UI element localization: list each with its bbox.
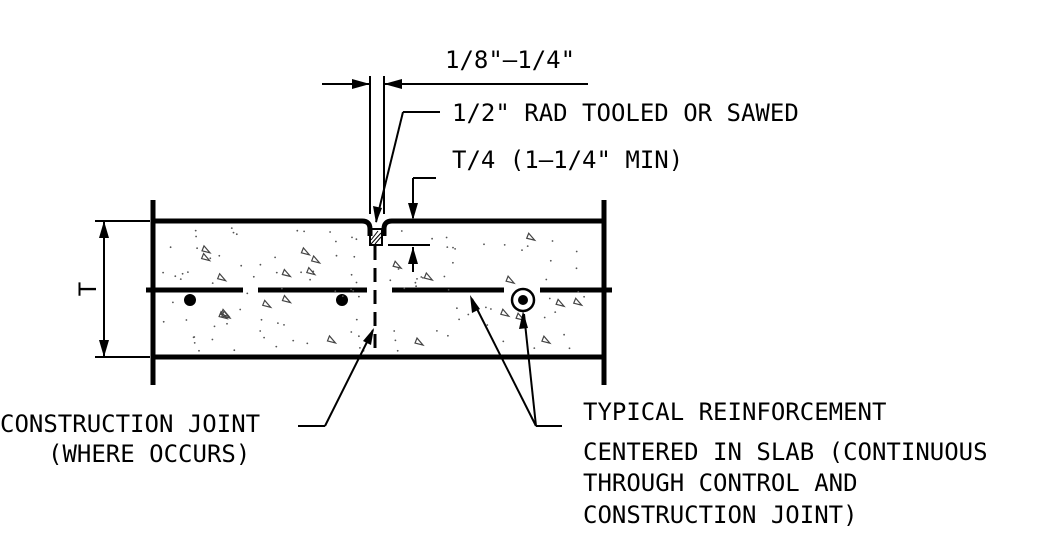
rebar-section-dot	[184, 294, 196, 306]
construction-joint-label-line2: (WHERE OCCURS)	[48, 440, 250, 468]
joint-sealant	[369, 228, 383, 246]
radius-note: 1/2" RAD TOOLED OR SAWED	[452, 99, 799, 127]
construction-joint-leader: CONSTRUCTION JOINT (WHERE OCCURS)	[0, 328, 374, 468]
reinforcement-label-line2: CENTERED IN SLAB (CONTINUOUS	[583, 438, 988, 466]
reinforcement-label-line1: TYPICAL REINFORCEMENT	[583, 398, 886, 426]
depth-note: T/4 (1–1/4" MIN)	[452, 146, 683, 174]
construction-joint-label-line1: CONSTRUCTION JOINT	[0, 410, 260, 438]
depth-dimension: T/4 (1–1/4" MIN)	[388, 146, 683, 272]
reinforcement-leader: TYPICAL REINFORCEMENT CENTERED IN SLAB (…	[470, 295, 988, 529]
radius-leader: 1/2" RAD TOOLED OR SAWED	[373, 99, 799, 223]
reinforcement-label-line3: THROUGH CONTROL AND	[583, 469, 858, 497]
slab-top-edge-right	[381, 218, 604, 236]
joint-width-label: 1/8"–1/4"	[445, 46, 575, 74]
concrete-aggregate-texture	[162, 227, 585, 352]
thickness-label: T	[74, 282, 102, 296]
rebar-section-dot	[336, 294, 348, 306]
control-joint-groove	[369, 228, 383, 246]
thickness-dimension: T	[74, 220, 150, 358]
reinforcement	[146, 287, 612, 313]
joint-width-dimension: 1/8"–1/4"	[322, 46, 588, 214]
reinforcement-label-line4: CONSTRUCTION JOINT)	[583, 501, 858, 529]
slab-top-edge-left	[153, 218, 373, 236]
